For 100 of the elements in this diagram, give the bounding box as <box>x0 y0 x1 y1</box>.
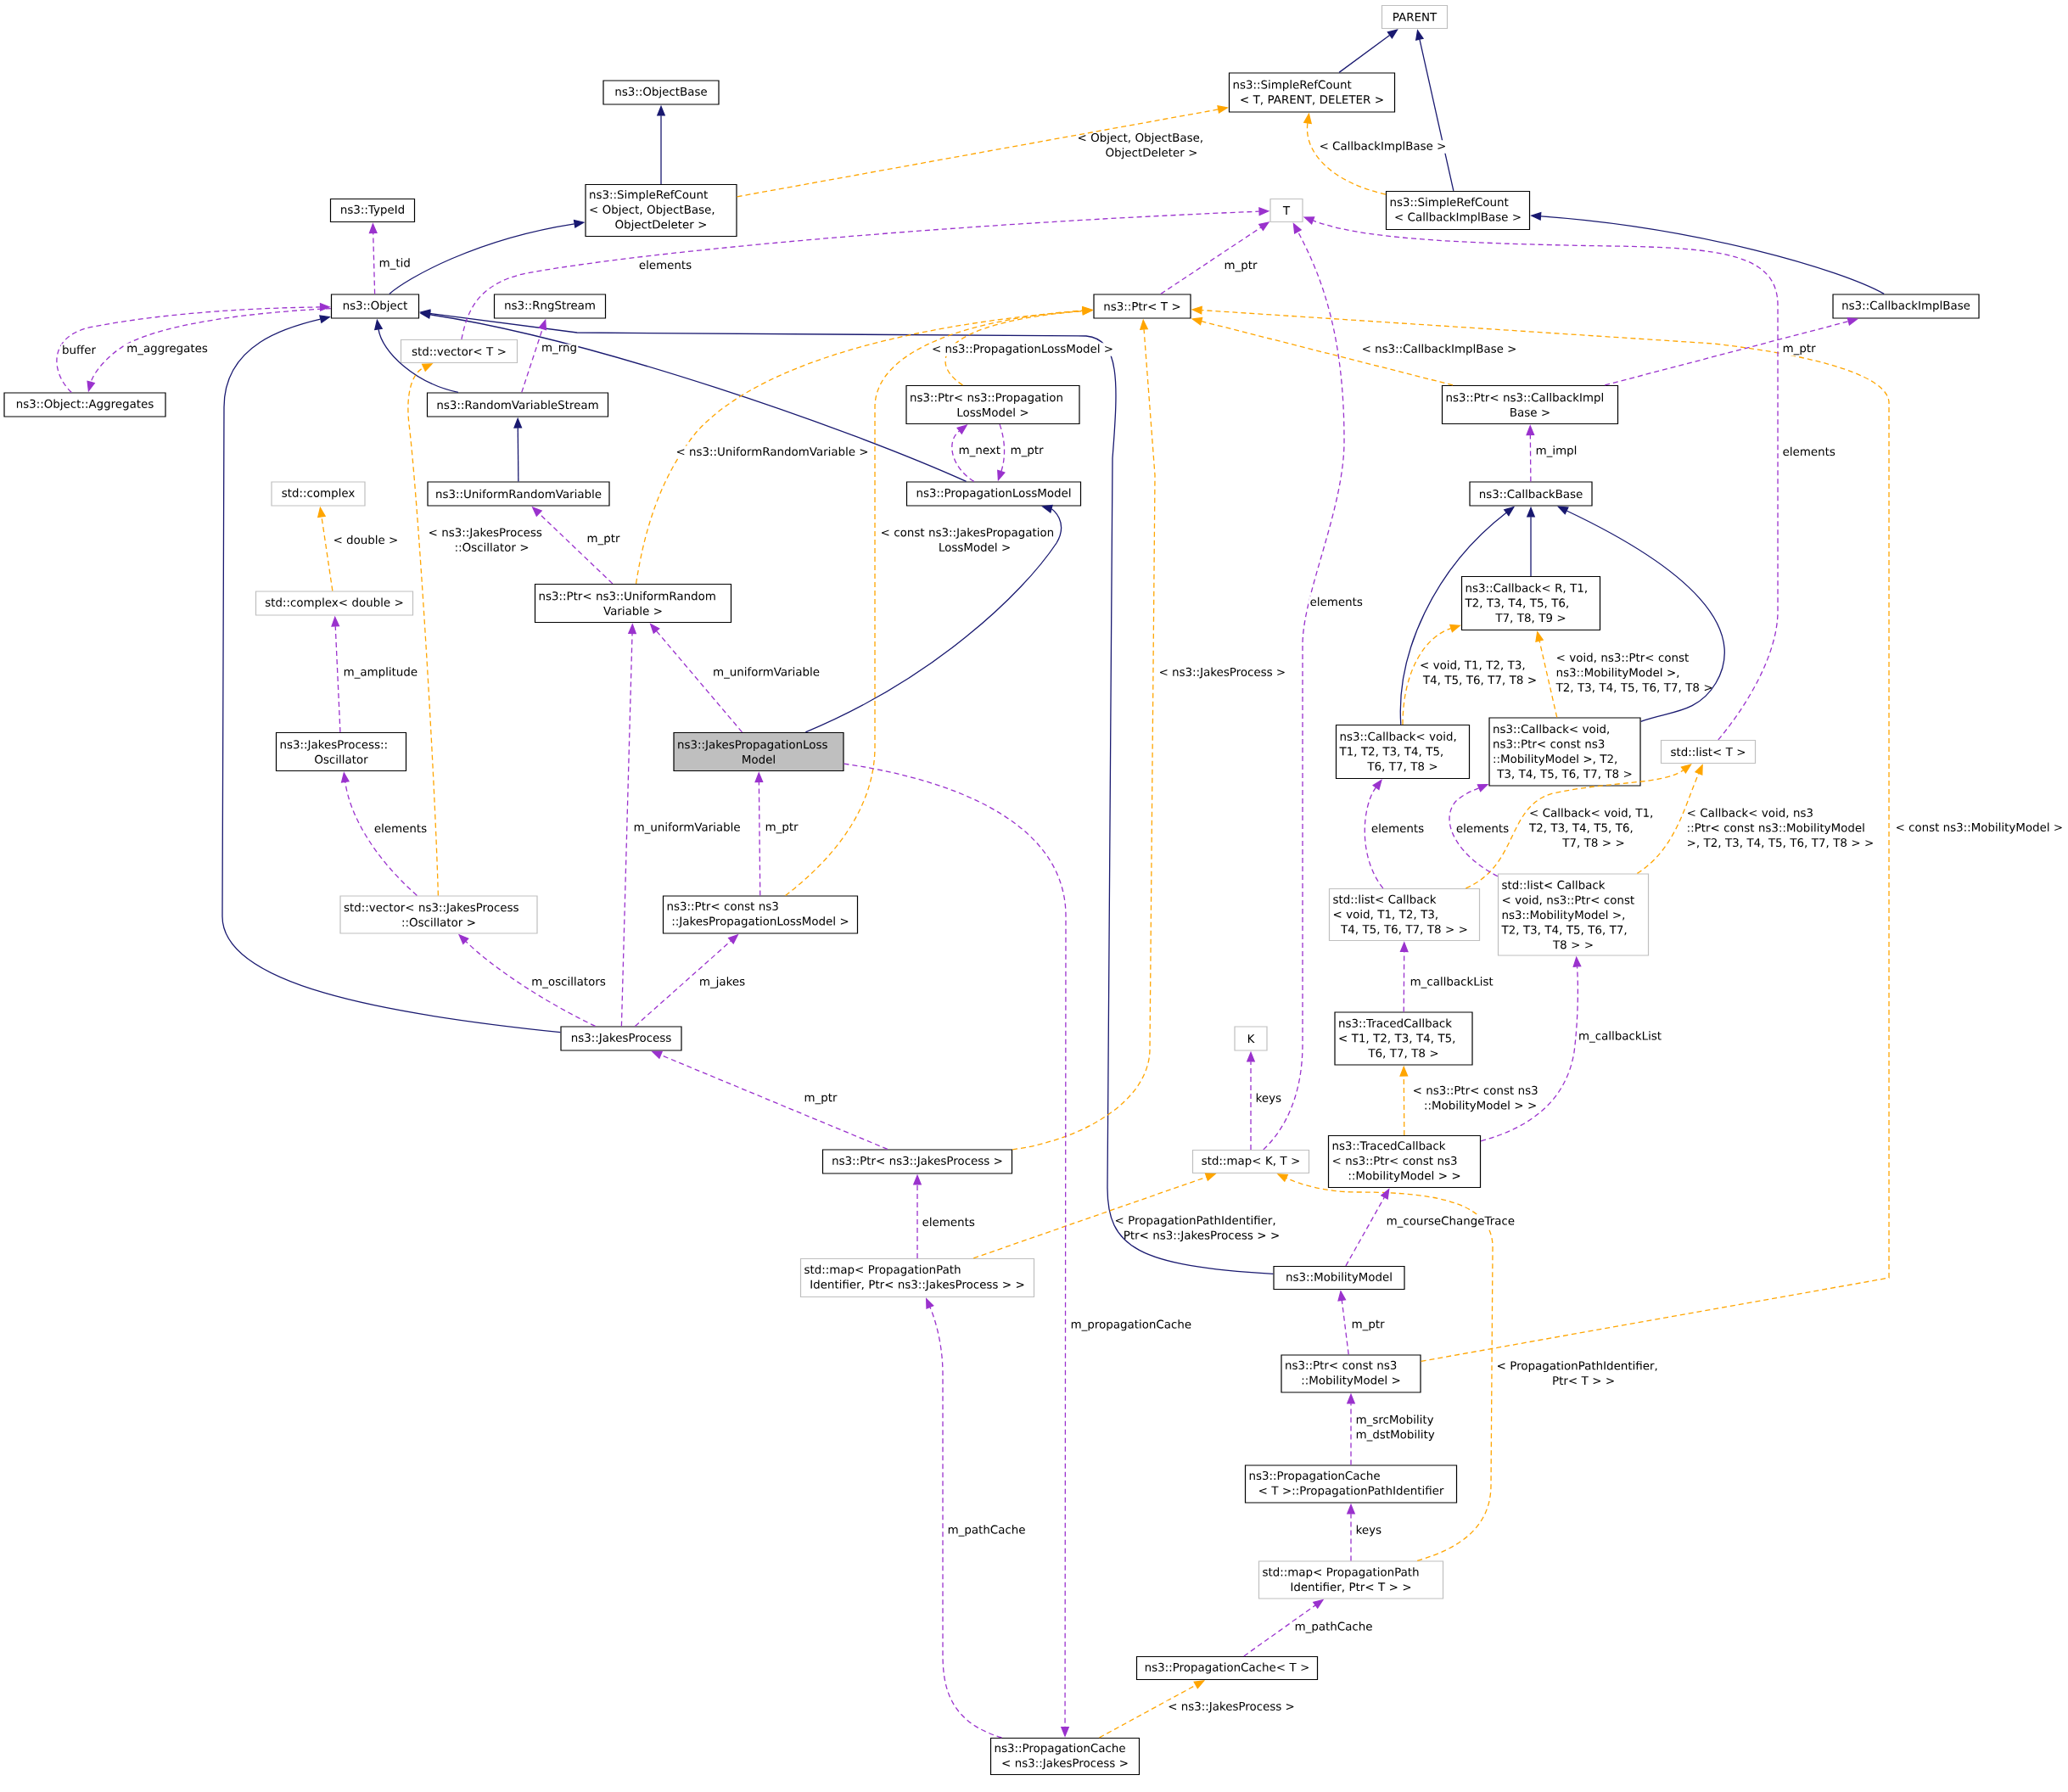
class-box: ns3::SimpleRefCount < Object, ObjectBase, ObjectDeleter > <box>585 183 737 238</box>
class-box: ns3::Callback< R, T1, T2, T3, T4, T5, T6, T7, T8, T9 > <box>1460 575 1601 631</box>
edge-label: m_next <box>957 445 1002 458</box>
edge-label: elements <box>1781 445 1837 457</box>
edge-label: < ns3::JakesProcess > <box>1157 666 1287 680</box>
edge-label: < CallbackImplBase > <box>1318 140 1448 154</box>
edge-label: keys <box>1254 1092 1283 1106</box>
edge-label: < ns3::CallbackImplBase > <box>1360 343 1518 356</box>
edge-label: elements <box>921 1216 977 1228</box>
class-box: ns3::TracedCallback < T1, T2, T3, T4, T5, T6, T7, T8 > <box>1334 1011 1473 1066</box>
class-box: std::vector< ns3::JakesProcess ::Oscillator > <box>339 895 538 934</box>
edge-label: < Object, ObjectBase, ObjectDeleter > <box>1078 132 1202 160</box>
edge-label: < const ns3::JakesPropagation LossModel > <box>882 528 1053 552</box>
edge-label: elements <box>1454 822 1510 834</box>
class-box: ns3::Ptr< ns3::Propagation LossModel > <box>905 384 1080 425</box>
edge-label: m_uniformVariable <box>711 666 821 680</box>
edge-label: m_ptr <box>803 1092 838 1106</box>
class-box: ns3::MobilityModel <box>1273 1265 1405 1291</box>
class-box: std::list< T > <box>1660 739 1757 764</box>
class-box: ns3::Ptr< const ns3 ::MobilityModel > <box>1281 1354 1421 1393</box>
edge-label: m_amplitude <box>342 666 419 680</box>
class-box: ns3::CallbackBase <box>1469 481 1593 507</box>
arrow <box>221 315 562 1033</box>
edge-label: < void, ns3::Ptr< const ns3::MobilityModel >, T2, T3, T4, T5, T6, T7, T8 > <box>1555 652 1712 693</box>
arrow <box>1364 779 1384 889</box>
edge-label: m_impl <box>1534 445 1578 458</box>
edge-label: m_ptr <box>1781 343 1817 356</box>
edge-label: m_ptr <box>1009 445 1045 458</box>
edge-label: m_oscillators <box>530 976 607 989</box>
class-box: ns3::PropagationCache< T > <box>1135 1655 1319 1681</box>
class-box: ns3::Ptr< ns3::CallbackImpl Base > <box>1441 384 1619 425</box>
class-box: K <box>1234 1026 1268 1051</box>
edge-label: < void, T1, T2, T3, T4, T5, T6, T7, T8 > <box>1421 660 1536 686</box>
edge-label: < Callback< void, T1, T2, T3, T4, T5, T6, T7, T8 > > <box>1529 808 1652 848</box>
edge-label: < PropagationPathIdentifier, Ptr< ns3::JakesProcess > > <box>1115 1215 1279 1242</box>
edge-label: m_ptr <box>1350 1319 1386 1332</box>
edge-label: elements <box>1309 596 1365 608</box>
class-box: ns3::PropagationCache < T >::PropagationPathIdentifier <box>1244 1464 1458 1504</box>
class-box: PARENT <box>1381 4 1449 30</box>
class-box: std::complex< double > <box>255 591 414 616</box>
edge-label: < ns3::Ptr< const ns3 ::MobilityModel > > <box>1414 1085 1538 1112</box>
class-box: std::vector< T > <box>400 339 518 364</box>
edge-label: < double > <box>332 534 400 546</box>
edge-label: m_propagationCache <box>1069 1319 1193 1332</box>
edge-label: < Callback< void, ns3 ::Ptr< const ns3::MobilityModel >, T2, T3, T4, T5, T6, T7, T8 > > <box>1688 808 1873 848</box>
edge-label: m_jakes <box>698 976 747 989</box>
edge-label: < ns3::JakesProcess > <box>1167 1700 1296 1714</box>
edge-label: m_callbackList <box>1409 976 1494 989</box>
edge-label: m_rng <box>540 344 579 356</box>
class-box: ns3::Ptr< const ns3 ::JakesPropagationLossModel > <box>662 895 859 934</box>
class-box: ns3::PropagationLossModel <box>905 481 1082 507</box>
class-box: T <box>1269 198 1303 223</box>
edge-label: < ns3::JakesProcess ::Oscillator > <box>429 528 542 552</box>
class-box: std::map< K, T > <box>1191 1149 1310 1174</box>
arrow <box>1338 29 1398 74</box>
edge-label: < ns3::UniformRandomVariable > <box>675 445 870 457</box>
class-box: ns3::Callback< void, T1, T2, T3, T4, T5, T6, T7, T8 > <box>1335 724 1471 780</box>
edge-label: m_courseChangeTrace <box>1385 1215 1516 1229</box>
class-box: std::complex <box>271 481 366 507</box>
class-box: ns3::JakesPropagationLoss Model <box>673 731 844 772</box>
class-box: ns3::SimpleRefCount < CallbackImplBase > <box>1385 190 1531 231</box>
edge-label: m_pathCache <box>946 1524 1027 1537</box>
class-box: ns3::Object <box>330 294 420 319</box>
edge-label: elements <box>373 822 429 834</box>
class-box: ns3::JakesProcess:: Oscillator <box>275 731 407 772</box>
arrow <box>1465 764 1692 889</box>
class-box: ns3::Object::Aggregates <box>3 392 166 417</box>
edge-label: m_ptr <box>764 821 799 835</box>
class-box: ns3::TracedCallback < ns3::Ptr< const ns3 ::MobilityModel > > <box>1327 1134 1482 1189</box>
class-box: ns3::Callback< void, ns3::Ptr< const ns3 ::MobilityModel >, T2, T3, T4, T5, T6, T7, T8 > <box>1488 717 1641 787</box>
class-box: ns3::UniformRandomVariable <box>427 481 610 507</box>
class-box: ns3::TypeId <box>329 198 416 223</box>
class-box: ns3::RandomVariableStream <box>426 392 609 417</box>
edge-label: buffer <box>60 344 98 356</box>
edge-label: m_ptr <box>586 533 621 546</box>
edge-label: keys <box>1354 1524 1383 1537</box>
class-box: std::map< PropagationPath Identifier, Ptr< ns3::JakesProcess > > <box>799 1257 1035 1298</box>
edge-label: < const ns3::MobilityModel > <box>1894 821 2065 835</box>
edge-label: m_aggregates <box>126 343 209 356</box>
class-box: ns3::Ptr< ns3::JakesProcess > <box>821 1149 1013 1174</box>
class-box: ns3::CallbackImplBase <box>1832 294 1980 319</box>
edge-label: m_pathCache <box>1293 1621 1374 1634</box>
edge-label: m_callbackList <box>1577 1030 1663 1044</box>
class-box: ns3::PropagationCache < ns3::JakesProcess > <box>989 1737 1140 1776</box>
edge-label: < ns3::PropagationLossModel > <box>930 343 1115 356</box>
edge-label: elements <box>637 259 693 271</box>
edge-label: < PropagationPathIdentifier, Ptr< T > > <box>1498 1361 1657 1385</box>
class-box: std::map< PropagationPath Identifier, Ptr< T > > <box>1258 1560 1444 1599</box>
class-box: ns3::SimpleRefCount < T, PARENT, DELETER > <box>1228 72 1396 113</box>
edge-label: m_srcMobility m_dstMobility <box>1356 1414 1435 1442</box>
edge-label: m_uniformVariable <box>632 821 742 835</box>
class-box: std::list< Callback < void, T1, T2, T3, T4, T5, T6, T7, T8 > > <box>1328 888 1481 942</box>
class-box: ns3::RngStream <box>493 294 607 319</box>
edge-label: elements <box>1370 822 1426 834</box>
edge-label: m_ptr <box>1223 260 1258 273</box>
class-box: ns3::JakesProcess <box>560 1026 682 1051</box>
class-box: ns3::Ptr< ns3::UniformRandom Variable > <box>534 583 732 624</box>
arrow <box>407 363 439 897</box>
edge-label: m_tid <box>378 257 412 271</box>
class-box: std::list< Callback < void, ns3::Ptr< const ns3::MobilityModel >, T2, T3, T4, T5, T6, T7, T8 > > <box>1497 873 1650 956</box>
